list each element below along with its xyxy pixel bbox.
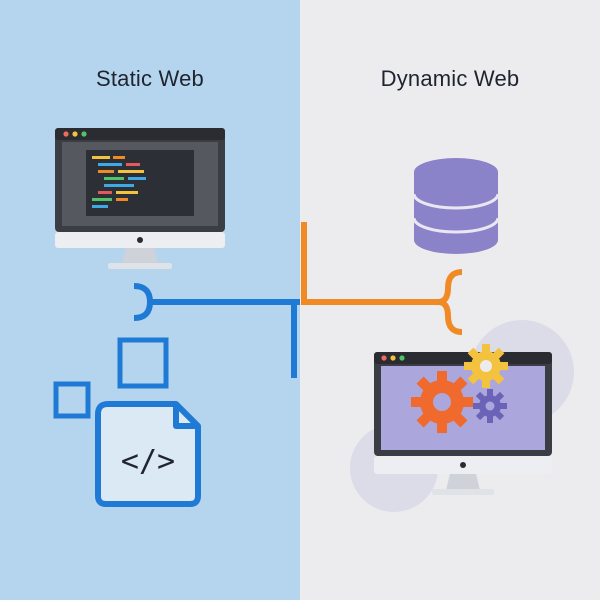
gear-icon [411,371,473,433]
gear-icon [473,389,507,423]
square-outline-icon [117,337,169,389]
database-icon [412,158,500,254]
static-web-title: Static Web [96,66,204,91]
square-outline-icon [53,381,91,419]
dynamic-connector [301,222,463,335]
dynamic-web-title: Dynamic Web [380,66,520,91]
code-symbol: </> [121,444,175,479]
static-connector [133,283,300,378]
monitor-code-icon [55,128,225,269]
monitor-gears-icon [374,344,552,495]
gear-icon [464,344,508,388]
code-file-icon: </> [95,401,201,507]
